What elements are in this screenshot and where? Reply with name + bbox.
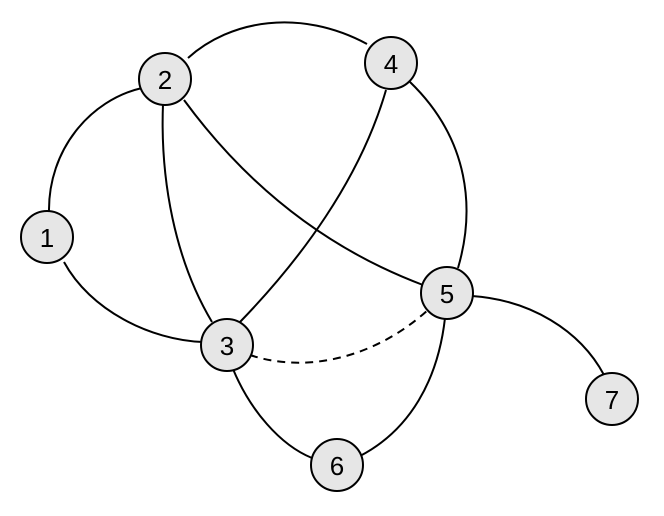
node-6: 6 [310, 438, 364, 492]
edge-4-3 [239, 89, 387, 323]
node-1: 1 [20, 210, 74, 264]
node-7-label: 7 [605, 385, 619, 415]
node-3: 3 [200, 318, 254, 372]
edge-1-3 [63, 261, 204, 343]
node-5-label: 5 [440, 279, 454, 309]
edge-2-3 [161, 103, 213, 323]
edge-5-6 [359, 317, 446, 457]
edge-3-5 [249, 307, 431, 364]
node-4-label: 4 [384, 49, 398, 79]
node-7: 7 [585, 372, 639, 426]
edge-1-2 [47, 87, 143, 213]
node-4: 4 [364, 36, 418, 90]
node-5: 5 [420, 266, 474, 320]
edge-4-5 [409, 81, 468, 269]
node-3-label: 3 [220, 331, 234, 361]
edge-2-4 [187, 21, 368, 59]
node-6-label: 6 [330, 451, 344, 481]
edge-2-5 [183, 99, 424, 286]
edge-3-6 [232, 368, 313, 459]
node-2-label: 2 [158, 65, 172, 95]
edge-5-7 [471, 295, 605, 376]
node-2: 2 [138, 52, 192, 106]
node-1-label: 1 [40, 223, 54, 253]
